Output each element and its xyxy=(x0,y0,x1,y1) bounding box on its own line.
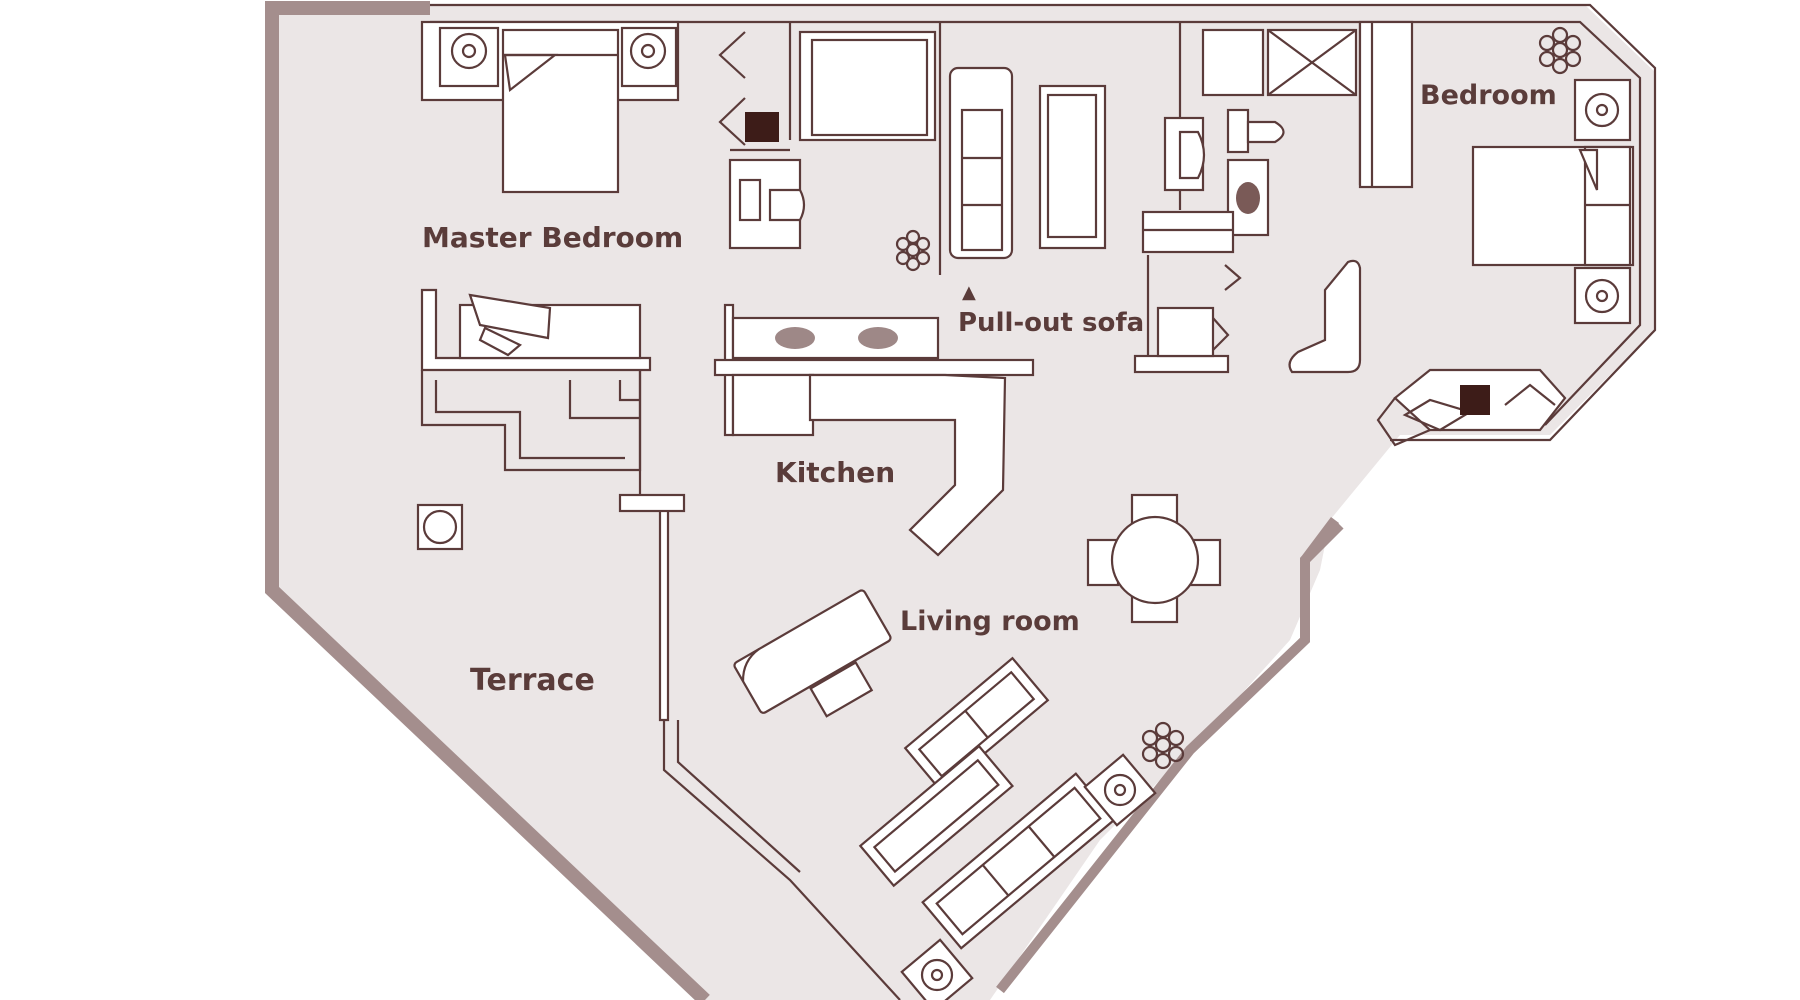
outer-wall-top-inner xyxy=(430,20,1642,426)
label-living-room: Living room xyxy=(900,606,1080,637)
master-bath xyxy=(718,30,937,250)
terrace-table xyxy=(416,503,464,551)
plant-icon-3 xyxy=(1141,721,1185,770)
wall-terrace-cap xyxy=(618,493,686,513)
label-master-bedroom: Master Bedroom xyxy=(422,221,683,254)
dining-table xyxy=(1086,493,1222,624)
label-kitchen: Kitchen xyxy=(775,456,895,489)
outer-wall-top xyxy=(430,3,1657,442)
label-bedroom: Bedroom xyxy=(1420,80,1557,111)
bedroom-armchair xyxy=(1288,259,1362,374)
desk-chair xyxy=(1133,306,1230,374)
living-desk xyxy=(733,589,892,718)
master-desk xyxy=(420,288,652,495)
living-long-sofa xyxy=(921,772,1116,950)
living-sofa xyxy=(903,656,1050,792)
wall-terrace xyxy=(658,498,670,722)
bedroom-tv-cabinet xyxy=(1376,368,1567,447)
kitchen-counters xyxy=(713,303,1035,557)
label-terrace: Terrace xyxy=(470,663,595,698)
living-side-table-2 xyxy=(900,938,974,1000)
pull-out-sofa-furniture xyxy=(948,66,1107,260)
plant-icon-2 xyxy=(1538,26,1582,75)
pull-out-sofa-marker: ▲ xyxy=(962,282,976,303)
living-side-table-1 xyxy=(1083,753,1157,827)
living-coffee-table xyxy=(858,744,1015,888)
wall-terrace-lower xyxy=(662,720,901,1000)
outer-wall-left xyxy=(265,1,710,1000)
wardrobe xyxy=(1358,20,1414,189)
outer-wall-notch xyxy=(1301,517,1339,563)
bedroom-bed xyxy=(1471,78,1635,325)
master-bed xyxy=(420,20,680,194)
label-pull-out-sofa: Pull-out sofa xyxy=(958,308,1144,338)
wall-terrace-lower2 xyxy=(676,720,801,873)
plant-icon-1 xyxy=(895,229,931,272)
bath-2 xyxy=(1141,28,1358,362)
